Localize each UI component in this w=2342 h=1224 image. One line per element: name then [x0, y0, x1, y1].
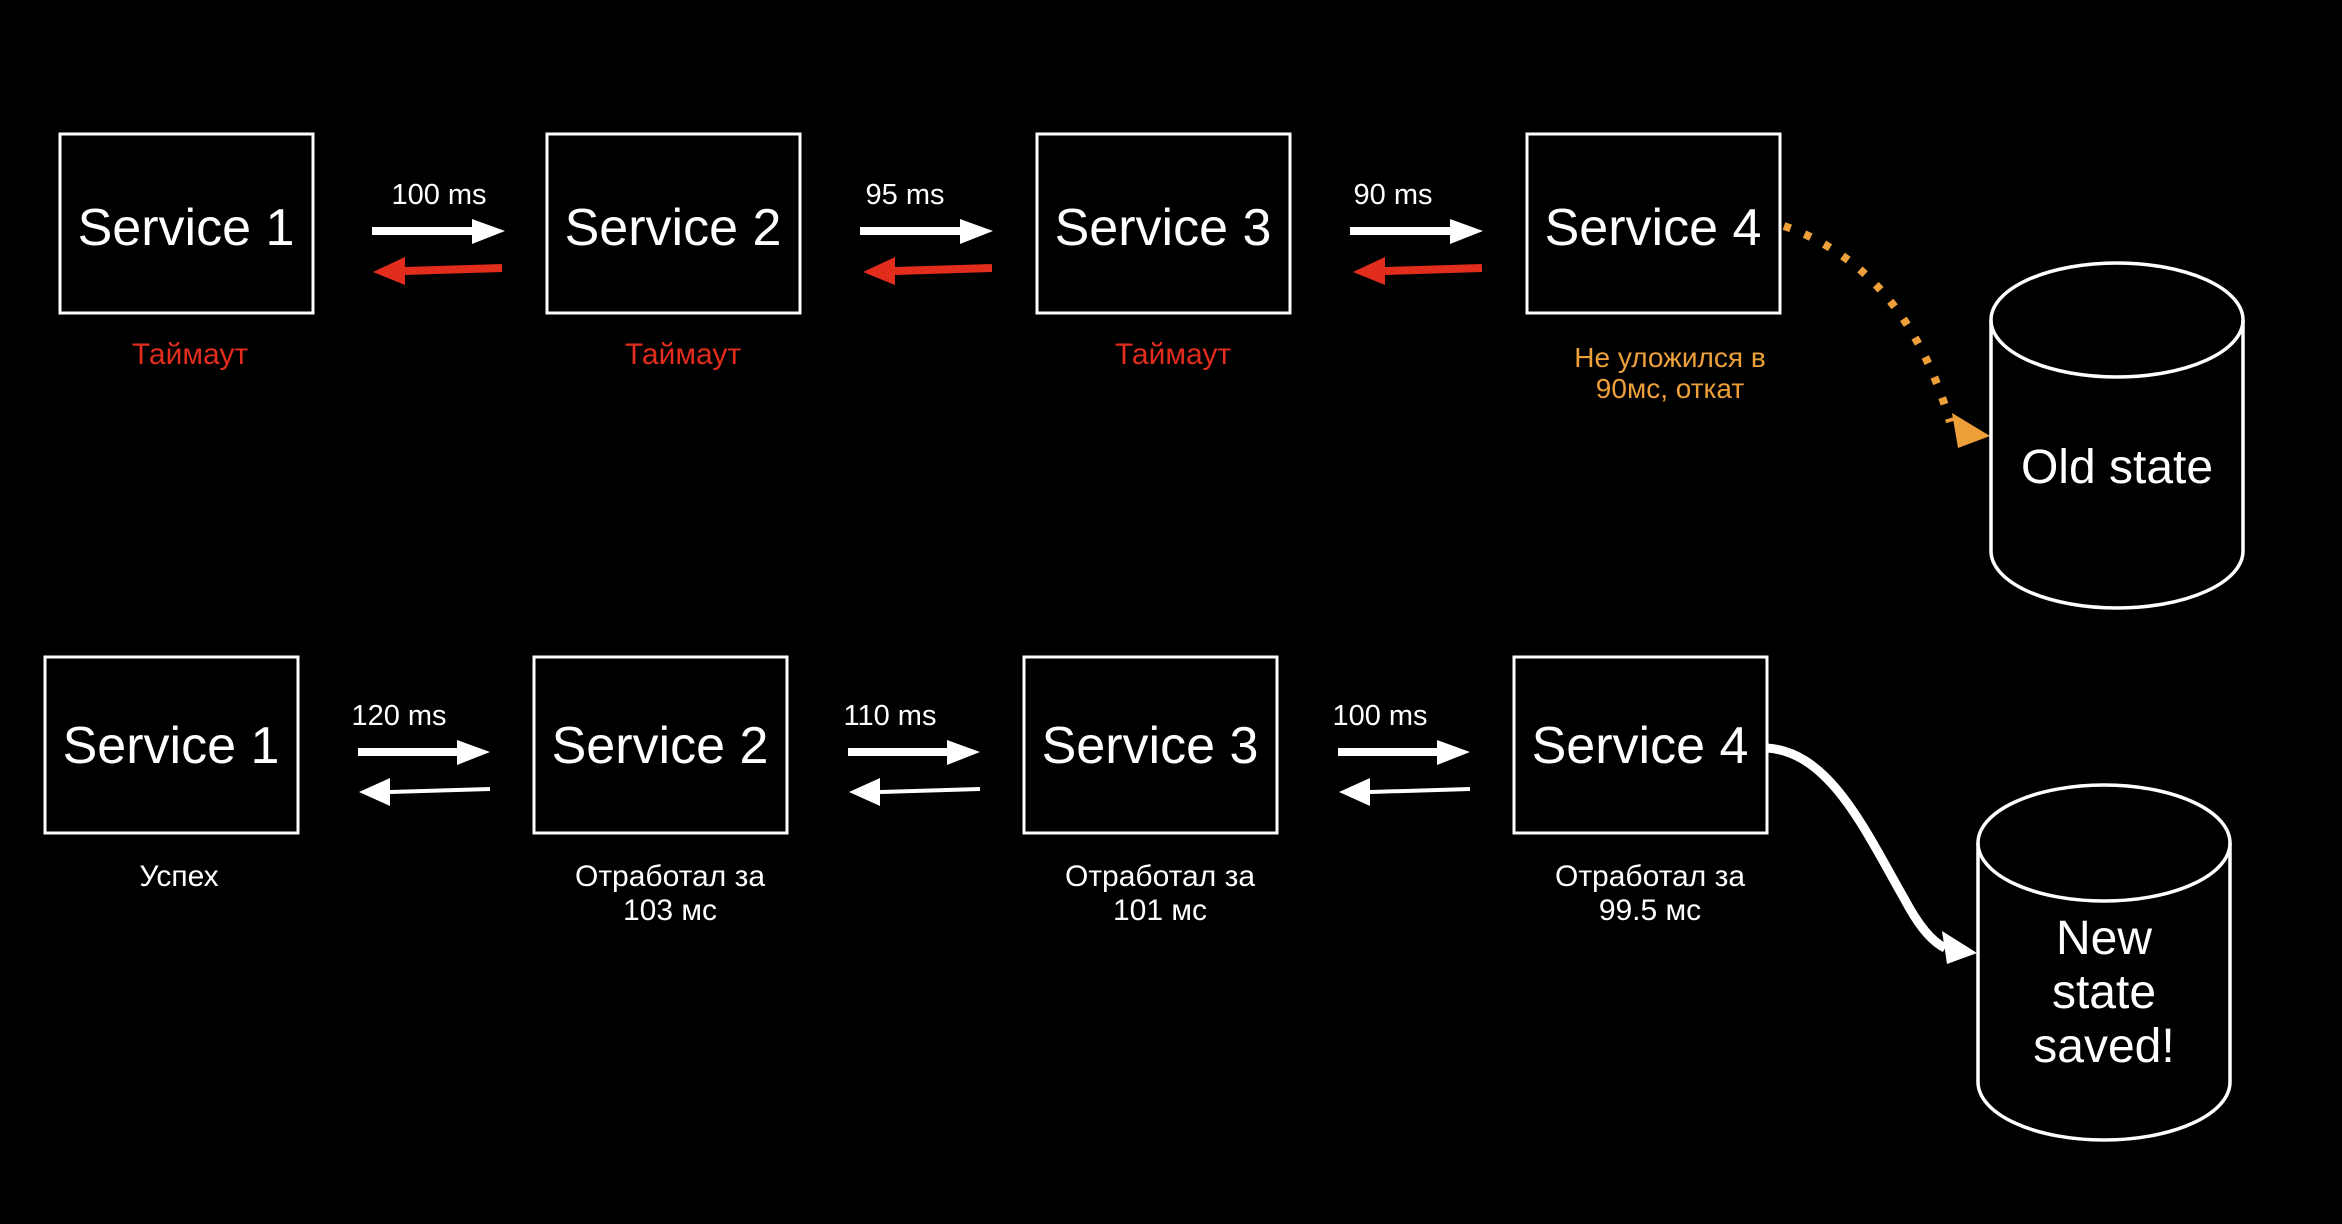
- top-latency-3: 90 ms: [1354, 179, 1433, 211]
- old-state-db-body: [1989, 320, 2245, 610]
- bottom-latency-2: 110 ms: [844, 700, 937, 732]
- bottom-service-3-status-line-2: 101 мс: [1113, 894, 1207, 927]
- new-state-db-body: [1976, 843, 2232, 1142]
- bottom-response-arrow-1-head: [359, 778, 390, 806]
- top-service-2-status: Таймаут: [625, 338, 741, 371]
- bottom-service-2-status-line-1: Отработал за: [575, 860, 765, 893]
- bottom-service-3-label: Service 3: [1042, 717, 1259, 775]
- top-timeout-arrow-1-head: [373, 257, 405, 285]
- top-service-4-status-line-1: Не уложился в: [1574, 342, 1765, 373]
- top-latency-2: 95 ms: [866, 179, 945, 211]
- bottom-response-arrow-2-head: [849, 778, 880, 806]
- bottom-latency-3: 100 ms: [1332, 700, 1427, 732]
- top-timeout-arrow-1: [404, 264, 503, 275]
- top-service-3-box: [1035, 132, 1292, 315]
- bottom-response-arrow-3-head: [1339, 778, 1370, 806]
- top-service-4-box: [1525, 132, 1782, 315]
- top-request-arrow-1-head: [472, 219, 505, 244]
- new-state-db-label-line-1: New: [2056, 912, 2152, 965]
- bottom-latency-1: 120 ms: [351, 700, 446, 732]
- bottom-service-4-status-line-2: 99.5 мс: [1599, 894, 1701, 927]
- new-state-db-label-line-2: state: [2052, 966, 2156, 1019]
- bottom-service-1-label: Service 1: [63, 717, 280, 775]
- bottom-service-4-box: [1512, 655, 1769, 835]
- bottom-service-3-status-line-1: Отработал за: [1065, 860, 1255, 893]
- top-service-3-status: Таймаут: [1115, 338, 1231, 371]
- bottom-service-3-box: [1022, 655, 1279, 835]
- top-timeout-arrow-2: [894, 264, 993, 275]
- rollback-dotted-arrow: [1782, 222, 1954, 424]
- bottom-service-2-status-line-2: 103 мс: [623, 894, 717, 927]
- top-service-2-label: Service 2: [565, 199, 782, 257]
- top-timeout-arrow-3: [1384, 264, 1483, 275]
- top-service-4-status-line-2: 90мс, откат: [1596, 373, 1745, 404]
- bottom-service-2-label: Service 2: [552, 717, 769, 775]
- bottom-service-1-status: Успех: [139, 860, 218, 893]
- top-service-2-box: [545, 132, 802, 315]
- bottom-service-2-box: [532, 655, 789, 835]
- top-service-3-label: Service 3: [1055, 199, 1272, 257]
- top-timeout-arrow-3-head: [1353, 257, 1385, 285]
- top-service-1-status: Таймаут: [132, 338, 248, 371]
- bottom-request-arrow-1-head: [457, 740, 490, 765]
- bottom-response-arrow-2: [879, 787, 981, 794]
- bottom-service-1-box: [43, 655, 300, 835]
- new-state-db-label-line-3: saved!: [2033, 1020, 2174, 1073]
- top-latency-1: 100 ms: [391, 179, 486, 211]
- old-state-db-top: [1989, 261, 2245, 379]
- top-service-1-box: [58, 132, 315, 315]
- top-service-4-label: Service 4: [1545, 199, 1762, 257]
- new-state-db-top: [1976, 783, 2232, 903]
- save-state-arrow-head: [1942, 931, 1977, 964]
- top-request-arrow-3-head: [1450, 219, 1483, 244]
- save-state-arrow: [1766, 743, 1948, 953]
- top-timeout-arrow-2-head: [863, 257, 895, 285]
- top-service-1-label: Service 1: [78, 199, 295, 257]
- bottom-request-arrow-2-head: [947, 740, 980, 765]
- bottom-response-arrow-1: [389, 787, 491, 794]
- bottom-response-arrow-3: [1369, 787, 1471, 794]
- bottom-service-4-label: Service 4: [1532, 717, 1749, 775]
- bottom-service-4-status-line-1: Отработал за: [1555, 860, 1745, 893]
- bottom-request-arrow-3-head: [1437, 740, 1470, 765]
- top-request-arrow-2-head: [960, 219, 993, 244]
- old-state-db-label: Old state: [2021, 441, 2213, 494]
- rollback-dotted-arrow-head: [1952, 413, 1990, 448]
